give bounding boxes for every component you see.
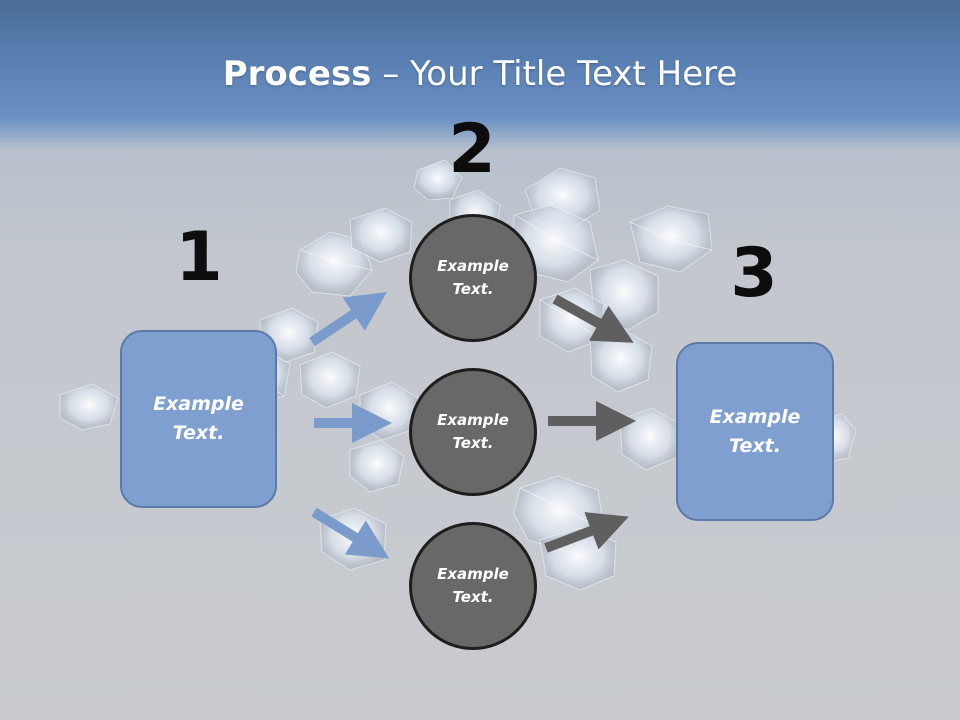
title-bold: Process <box>222 54 372 94</box>
title-rest: – Your Title Text Here <box>371 54 738 94</box>
circle-bottom-text: Example Text. <box>437 563 509 609</box>
circle-top-text: Example Text. <box>437 255 509 301</box>
step-number-3: 3 <box>730 234 778 313</box>
circle-middle-line2: Text. <box>452 434 494 452</box>
circle-bottom-line1: Example <box>437 565 509 583</box>
process-circle-bottom[interactable]: Example Text. <box>409 522 537 650</box>
process-circle-middle[interactable]: Example Text. <box>409 368 537 496</box>
left-box-line2: Text. <box>172 422 225 444</box>
step-number-1: 1 <box>175 218 223 297</box>
circle-middle-text: Example Text. <box>437 409 509 455</box>
circle-top-line2: Text. <box>452 280 494 298</box>
circle-bottom-line2: Text. <box>452 588 494 606</box>
arrow-bottom-to-right <box>544 512 629 553</box>
right-box-line1: Example <box>709 405 801 428</box>
right-box-text: Example Text. <box>710 403 801 461</box>
left-box-line1: Example <box>153 393 244 415</box>
left-box-text: Example Text. <box>153 390 244 448</box>
left-process-box[interactable]: Example Text. <box>120 330 277 508</box>
circle-top-line1: Example <box>437 257 509 275</box>
arrow-top-to-right <box>552 294 634 343</box>
right-process-box[interactable]: Example Text. <box>676 342 834 521</box>
slide-title: Process – Your Title Text Here <box>0 52 960 96</box>
arrow-left-to-bottom <box>311 507 390 559</box>
step-number-2: 2 <box>448 110 496 189</box>
right-box-line2: Text. <box>729 434 781 457</box>
arrow-left-to-top <box>309 292 387 347</box>
process-circle-top[interactable]: Example Text. <box>409 214 537 342</box>
circle-middle-line1: Example <box>437 411 509 429</box>
